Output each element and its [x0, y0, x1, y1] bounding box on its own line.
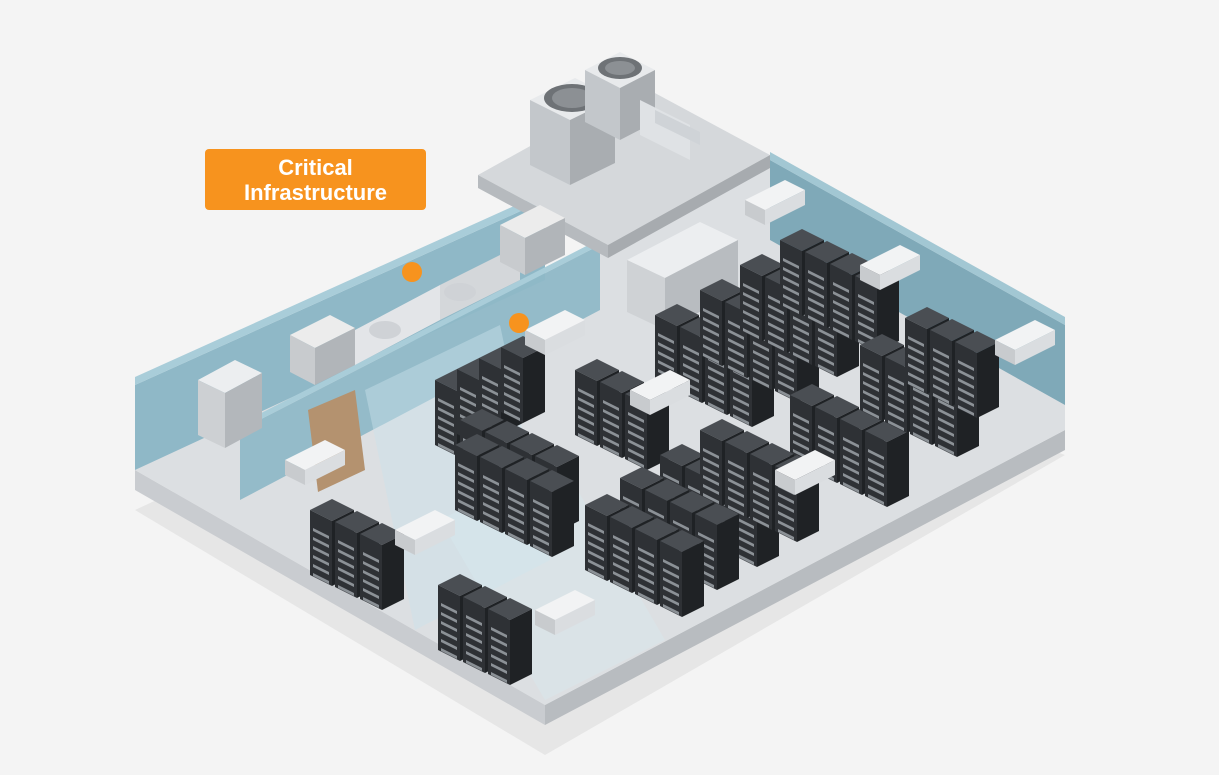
air-conditioner-unit [525, 310, 585, 355]
air-conditioner-unit [775, 450, 835, 495]
electrical-cabinet-left [198, 360, 262, 448]
roof-platform [478, 85, 770, 245]
label-line-1: Critical [278, 154, 353, 180]
duct [640, 100, 700, 160]
air-conditioner-unit [995, 320, 1055, 365]
air-conditioners [285, 180, 1055, 635]
pump-equipment [290, 205, 565, 385]
chiller-unit-2 [585, 52, 655, 140]
air-conditioner-unit [630, 370, 690, 415]
floor-slab-left-edge [135, 470, 545, 725]
critical-infrastructure-label: Critical Infrastructure [205, 149, 426, 210]
roof-platform-side [608, 155, 770, 258]
back-right-wall-top [770, 152, 1065, 325]
server-rack [360, 523, 404, 610]
floor-slab-right-edge [545, 430, 1065, 725]
air-conditioner-unit [860, 245, 920, 290]
server-rack [501, 336, 545, 423]
back-left-wall-top [135, 192, 545, 385]
air-conditioner-unit [535, 590, 595, 635]
server-rack [865, 420, 909, 507]
partition-wall-top [240, 239, 600, 430]
server-rack [530, 470, 574, 557]
air-conditioner-unit [395, 510, 455, 555]
orange-dot-icon [509, 313, 529, 333]
air-conditioner-unit [285, 440, 345, 485]
air-conditioner-unit [745, 180, 805, 225]
server-rack [660, 530, 704, 617]
orange-dot-icon [402, 262, 422, 282]
server-rack [488, 598, 532, 685]
label-line-2: Infrastructure [243, 179, 388, 205]
server-rack [955, 331, 999, 418]
